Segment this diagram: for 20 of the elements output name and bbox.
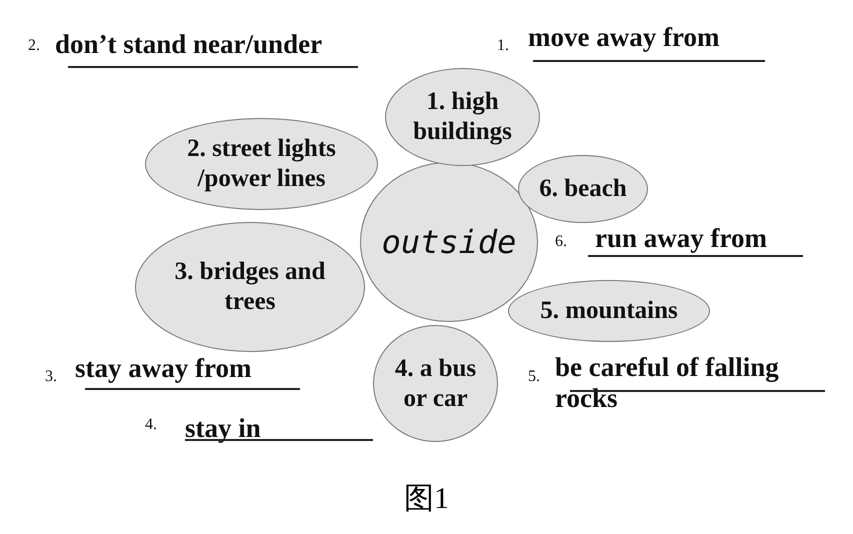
answer-text: stay in — [185, 413, 262, 444]
answer-text: don’t stand near/under — [55, 29, 324, 60]
figure-caption: 图1 — [403, 481, 450, 517]
answer-text: stay away from — [75, 353, 252, 384]
item-number: 6. — [555, 233, 567, 251]
item-number: 3. — [45, 368, 57, 386]
center-word: outside — [382, 222, 516, 262]
topic-text: 6. beach — [539, 174, 627, 204]
item-number: 1. — [497, 37, 509, 55]
topic-text: 1. high buildings — [412, 87, 513, 147]
answer-text: move away from — [528, 22, 720, 54]
topic-text: 4. a bus or car — [394, 354, 478, 414]
item-number: 5. — [528, 368, 540, 386]
answer-text: be careful of falling rocks — [555, 352, 780, 414]
topic-text: 2. street lights /power lines — [186, 134, 337, 194]
answer-text: run away from — [595, 223, 768, 254]
item-number: 4. — [145, 416, 157, 434]
item-number: 2. — [28, 37, 40, 55]
topic-text: 5. mountains — [540, 296, 678, 326]
topic-text: 3. bridges and trees — [174, 257, 326, 317]
